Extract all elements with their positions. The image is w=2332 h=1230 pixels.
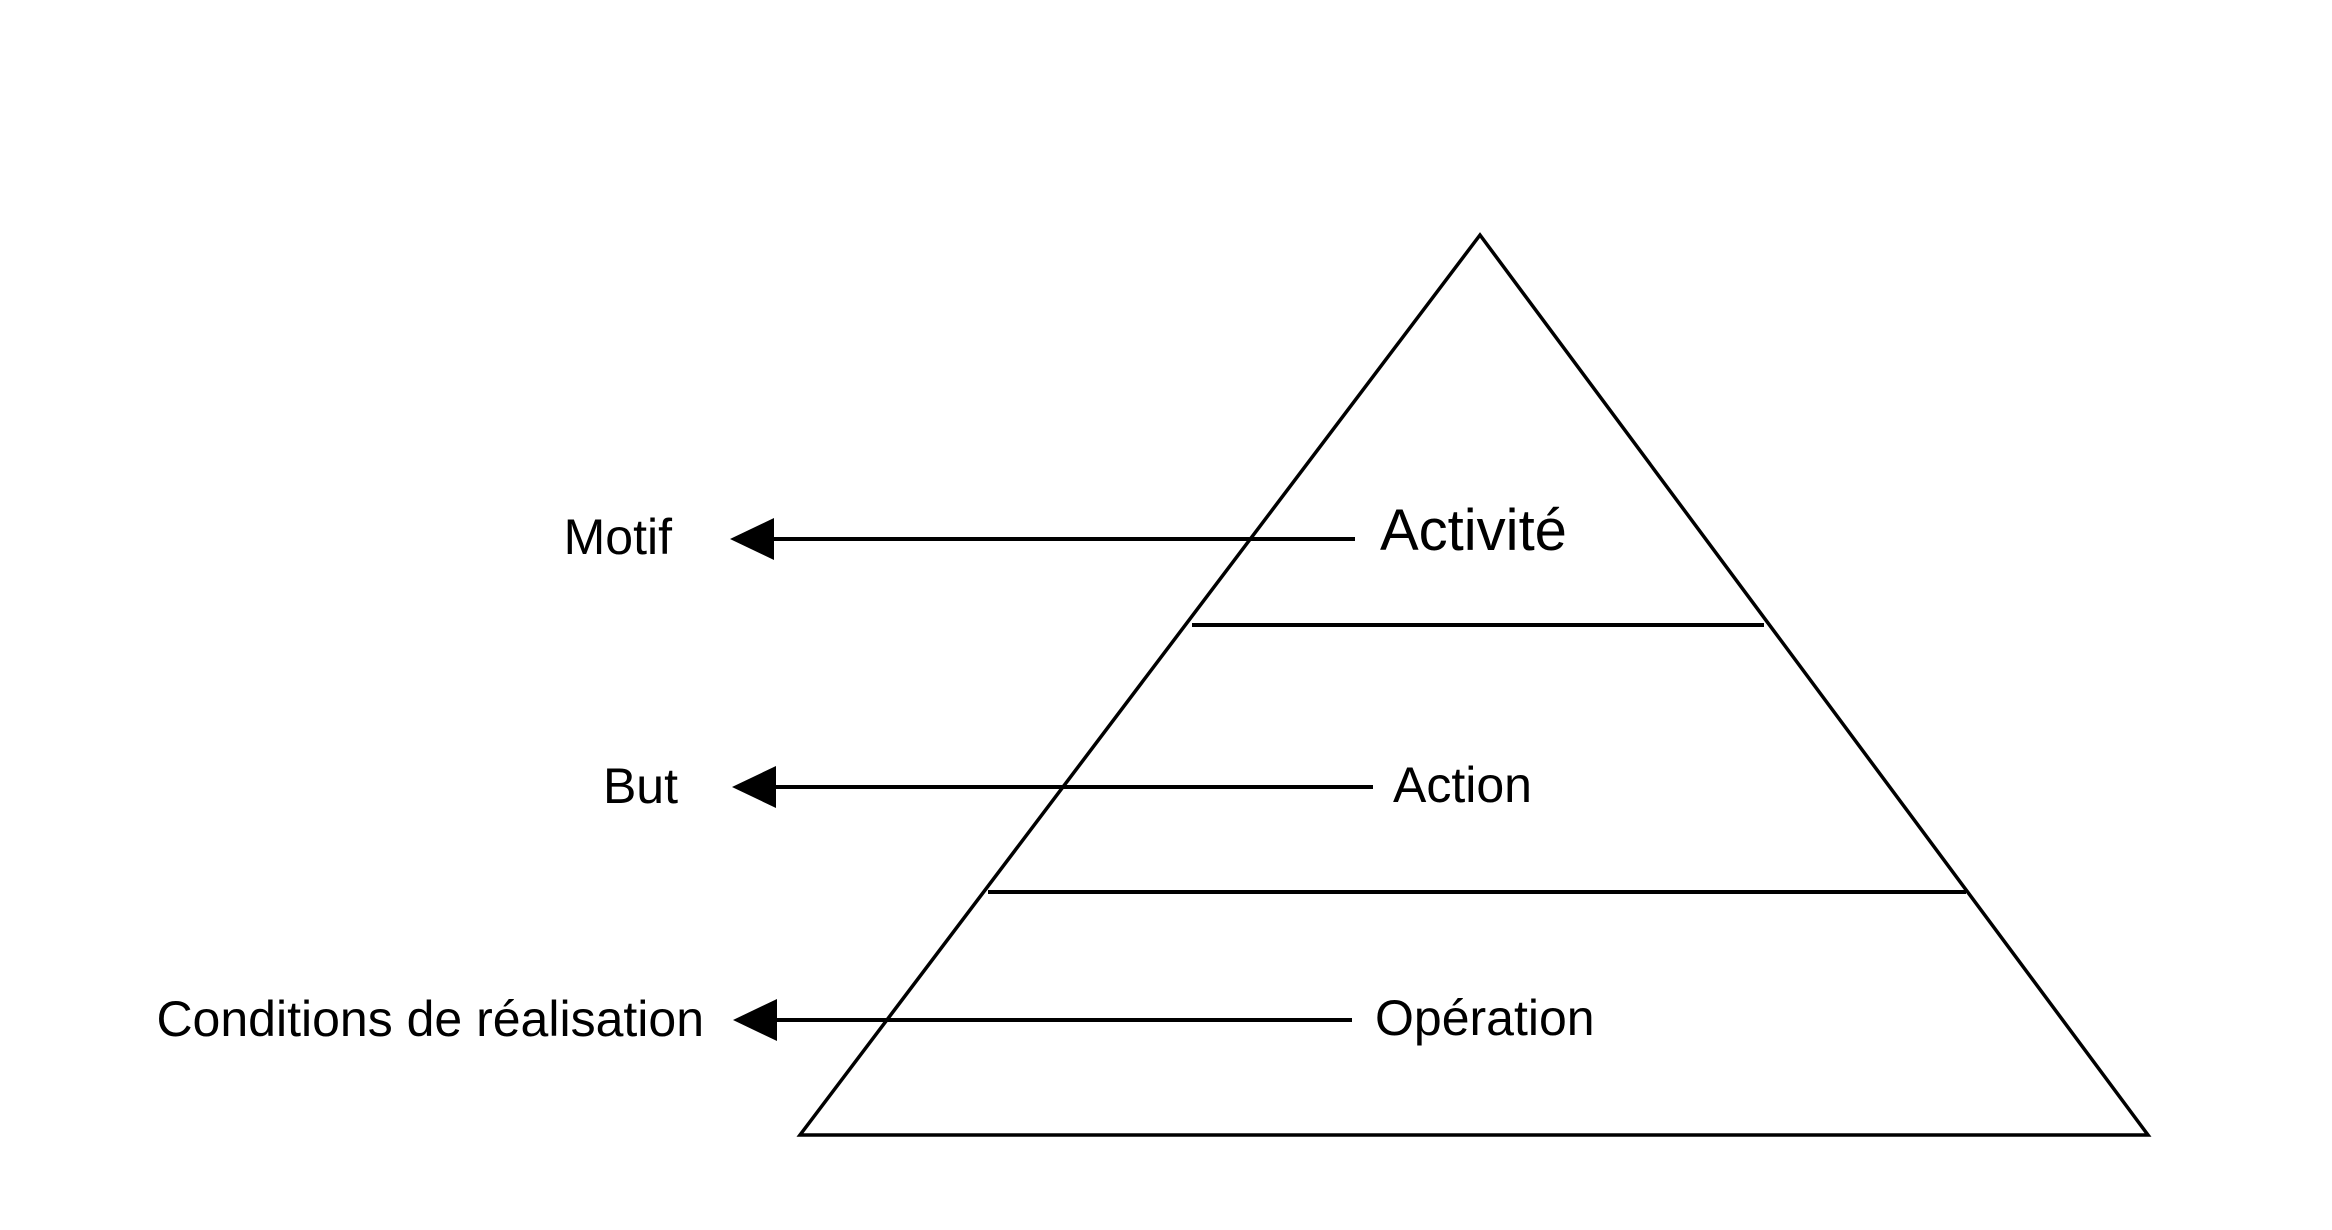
arrow-operation-to-conditions	[733, 999, 1352, 1041]
arrow-activite-to-motif	[730, 518, 1355, 560]
annotation-label-motif: Motif	[563, 509, 672, 565]
left-arrowhead-icon	[732, 766, 776, 808]
pyramid-outline	[796, 232, 2152, 1137]
arrow-action-to-but	[732, 766, 1373, 808]
level-label-operation: Opération	[1375, 990, 1595, 1046]
level-label-action: Action	[1393, 757, 1532, 813]
left-arrowhead-icon	[730, 518, 774, 560]
annotation-label-but: But	[602, 758, 678, 814]
annotation-label-conditions: Conditions de réalisation	[156, 991, 704, 1047]
level-label-activite: Activité	[1380, 498, 1567, 563]
left-arrowhead-icon	[733, 999, 777, 1041]
